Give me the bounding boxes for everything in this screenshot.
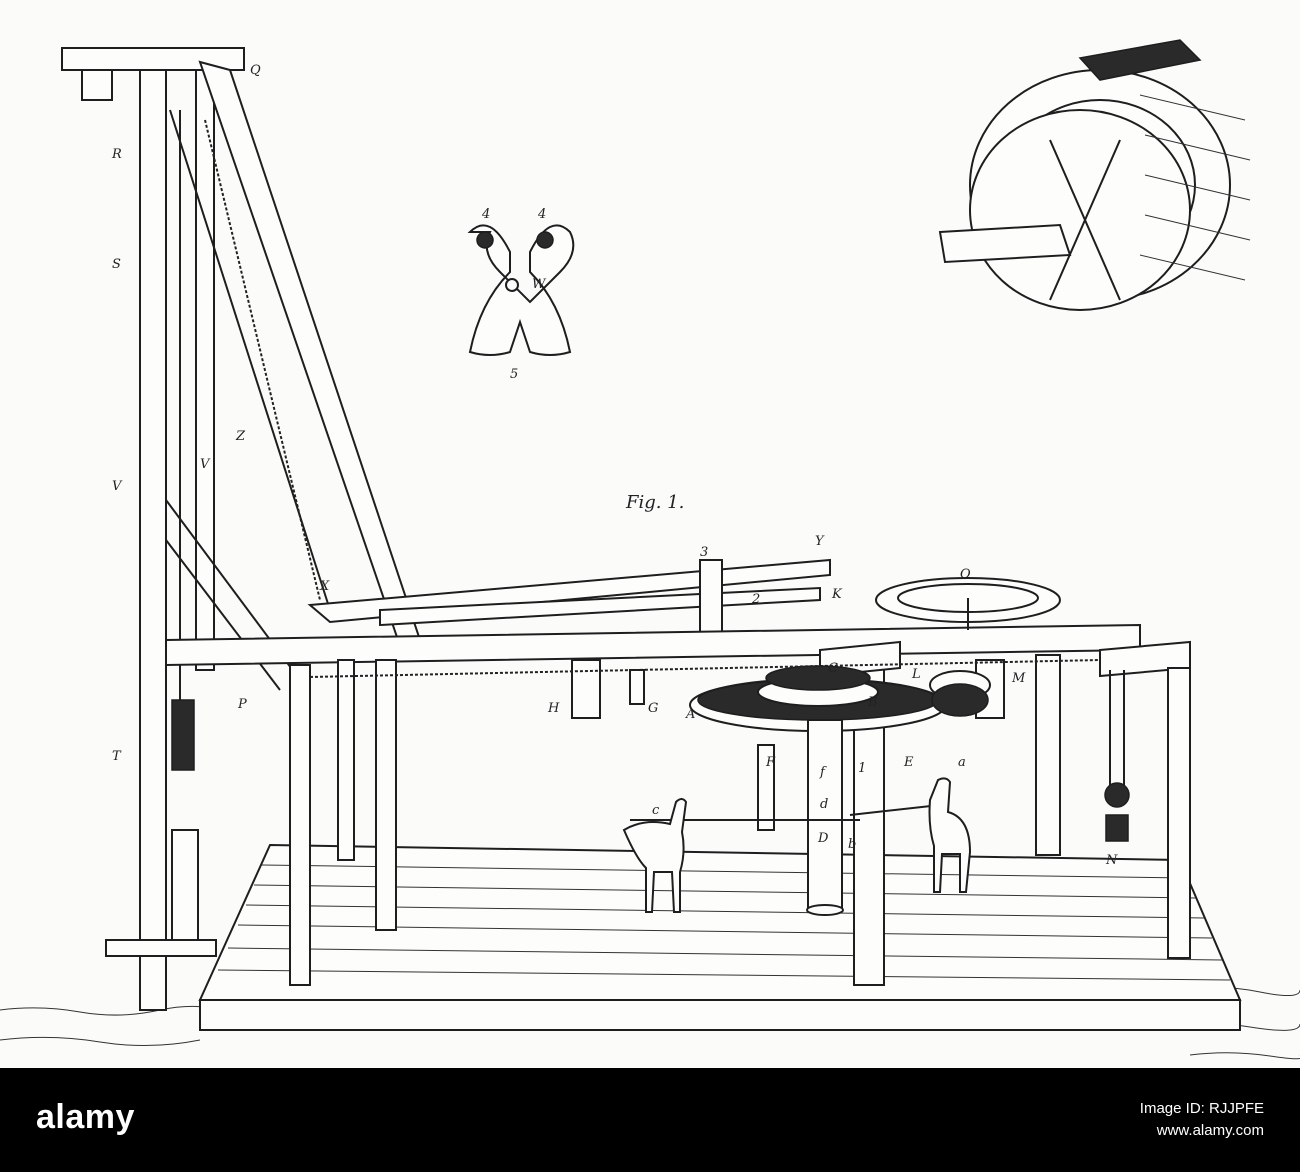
lever-beam [307, 558, 831, 639]
horse-right [928, 777, 972, 893]
label-h: H [547, 701, 560, 716]
label-z: Z [235, 429, 246, 444]
watermark-banner: alamy Image ID: RJJPFE www.alamy.com [0, 1068, 1300, 1172]
label-r: R [111, 147, 122, 162]
label-k: K [831, 587, 843, 602]
label-f-lower: f [819, 765, 827, 780]
label-3: 3 [700, 545, 708, 560]
handwheel-o [875, 577, 1061, 630]
label-a-lower: a [958, 755, 966, 770]
image-id: Image ID: RJJPFE [1139, 1100, 1264, 1117]
label-t: T [112, 749, 122, 764]
label-q: Q [250, 63, 261, 78]
label-l: L [911, 667, 921, 682]
site-url: www.alamy.com [1156, 1122, 1264, 1139]
label-4-right: 4 [537, 207, 546, 222]
label-p: P [237, 697, 247, 712]
label-x: X [319, 579, 330, 594]
label-c-upper: C [828, 661, 838, 676]
label-v-inner: V [200, 457, 211, 472]
label-c-lower: c [652, 803, 660, 818]
label-m: M [1011, 671, 1026, 686]
label-5: 5 [510, 367, 518, 382]
label-f-upper: F [765, 755, 776, 770]
alamy-logo: alamy [36, 1098, 135, 1136]
gear-train [629, 665, 991, 916]
label-y: Y [815, 534, 825, 549]
label-4-left: 4 [481, 207, 490, 222]
label-2: 2 [751, 592, 760, 607]
nippers-detail [467, 224, 575, 356]
label-v: V [112, 479, 123, 494]
label-e: E [903, 755, 914, 770]
wooden-platform [198, 843, 1242, 1031]
watermark-text: Image ID: RJJPFE www.alamy.com [1140, 1098, 1264, 1142]
label-b-upper: B [867, 695, 878, 710]
horse-left [622, 798, 688, 913]
label-g: G [648, 701, 658, 716]
tower-frame [61, 47, 330, 1011]
label-d-upper: D [817, 831, 829, 846]
label-n: N [1105, 853, 1118, 868]
label-1: 1 [858, 761, 866, 776]
label-o: O [960, 567, 971, 582]
label-b-lower: b [848, 837, 856, 852]
label-a-upper: A [685, 707, 695, 722]
label-d-lower: d [820, 797, 828, 812]
figure-labels: Q R S V V T Z X Y P H G A B C L M O K E … [111, 63, 1118, 868]
waterwheel-detail [938, 39, 1251, 311]
label-s: S [112, 257, 121, 272]
rope-and-weight [309, 659, 1130, 842]
label-w: W [532, 277, 547, 292]
figure-caption: Fig. 1. [625, 492, 684, 513]
